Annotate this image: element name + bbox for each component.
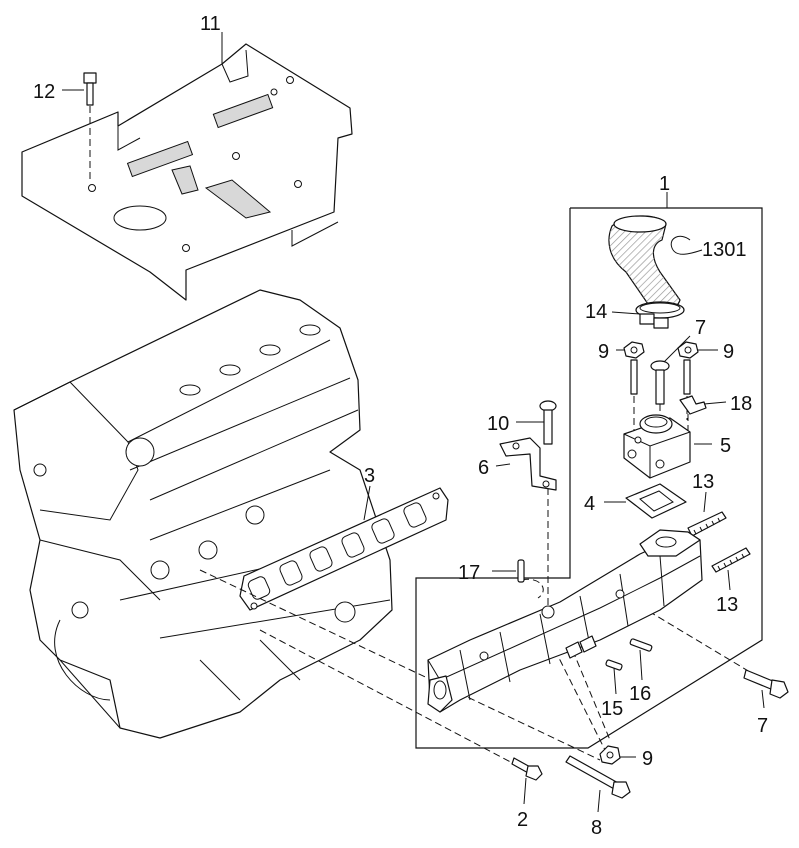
callout-1: 1: [659, 173, 670, 195]
pin-16: [629, 638, 653, 652]
callout-7-right: 7: [757, 715, 768, 737]
callout-11: 11: [200, 13, 221, 35]
engine-block: [13, 289, 393, 739]
stud-13-upper: [687, 511, 727, 537]
bolt-2: [511, 757, 543, 781]
callout-5: 5: [720, 435, 731, 457]
sensor-18: [679, 395, 707, 430]
callout-8: 8: [591, 817, 602, 839]
callout-7-top: 7: [695, 317, 706, 339]
nut-9-right: [677, 341, 699, 359]
assembly-1-frame: [415, 192, 763, 749]
bolt-10: [539, 400, 557, 445]
callout-15: 15: [601, 698, 623, 720]
callout-2: 2: [517, 809, 528, 831]
callout-17: 17: [458, 562, 480, 584]
pin-15: [605, 659, 623, 671]
bolt-8: [565, 755, 631, 799]
stud-13-lower: [711, 547, 751, 573]
callout-13-upper: 13: [692, 471, 714, 493]
callout-9-left: 9: [598, 341, 609, 363]
exhaust-manifold: [427, 529, 703, 713]
nut-9-bottom: [599, 745, 621, 765]
callout-1301: 1301: [702, 239, 747, 261]
callout-9-bottom: 9: [642, 748, 653, 770]
callout-16: 16: [629, 683, 651, 705]
callout-10: 10: [487, 413, 509, 435]
callout-6: 6: [478, 457, 489, 479]
hose-clamp: [635, 301, 685, 329]
bolt-7-top: [650, 360, 670, 416]
callout-labels: 1 2 3 4 5 6 7 7 8 9 9 9 10 11 12 13 13 1…: [33, 13, 768, 839]
pin-17: [517, 559, 525, 583]
engine-cover: [21, 43, 353, 301]
hose-1301: [608, 215, 703, 311]
leader-lines: [62, 32, 765, 813]
bolt-12: [83, 72, 97, 180]
bolt-7-right: [743, 669, 789, 699]
bracket-6: [499, 437, 557, 491]
callout-9-right: 9: [723, 341, 734, 363]
egr-gasket-4: [625, 483, 687, 519]
callout-3: 3: [364, 465, 375, 487]
exhaust-manifold-gasket: [239, 487, 449, 611]
callout-13-lower: 13: [716, 594, 738, 616]
egr-valve-5: [623, 414, 691, 479]
callout-4: 4: [584, 493, 595, 515]
callout-12: 12: [33, 81, 55, 103]
callout-14: 14: [585, 301, 607, 323]
nut-9-left: [623, 341, 645, 359]
callout-18: 18: [730, 393, 752, 415]
